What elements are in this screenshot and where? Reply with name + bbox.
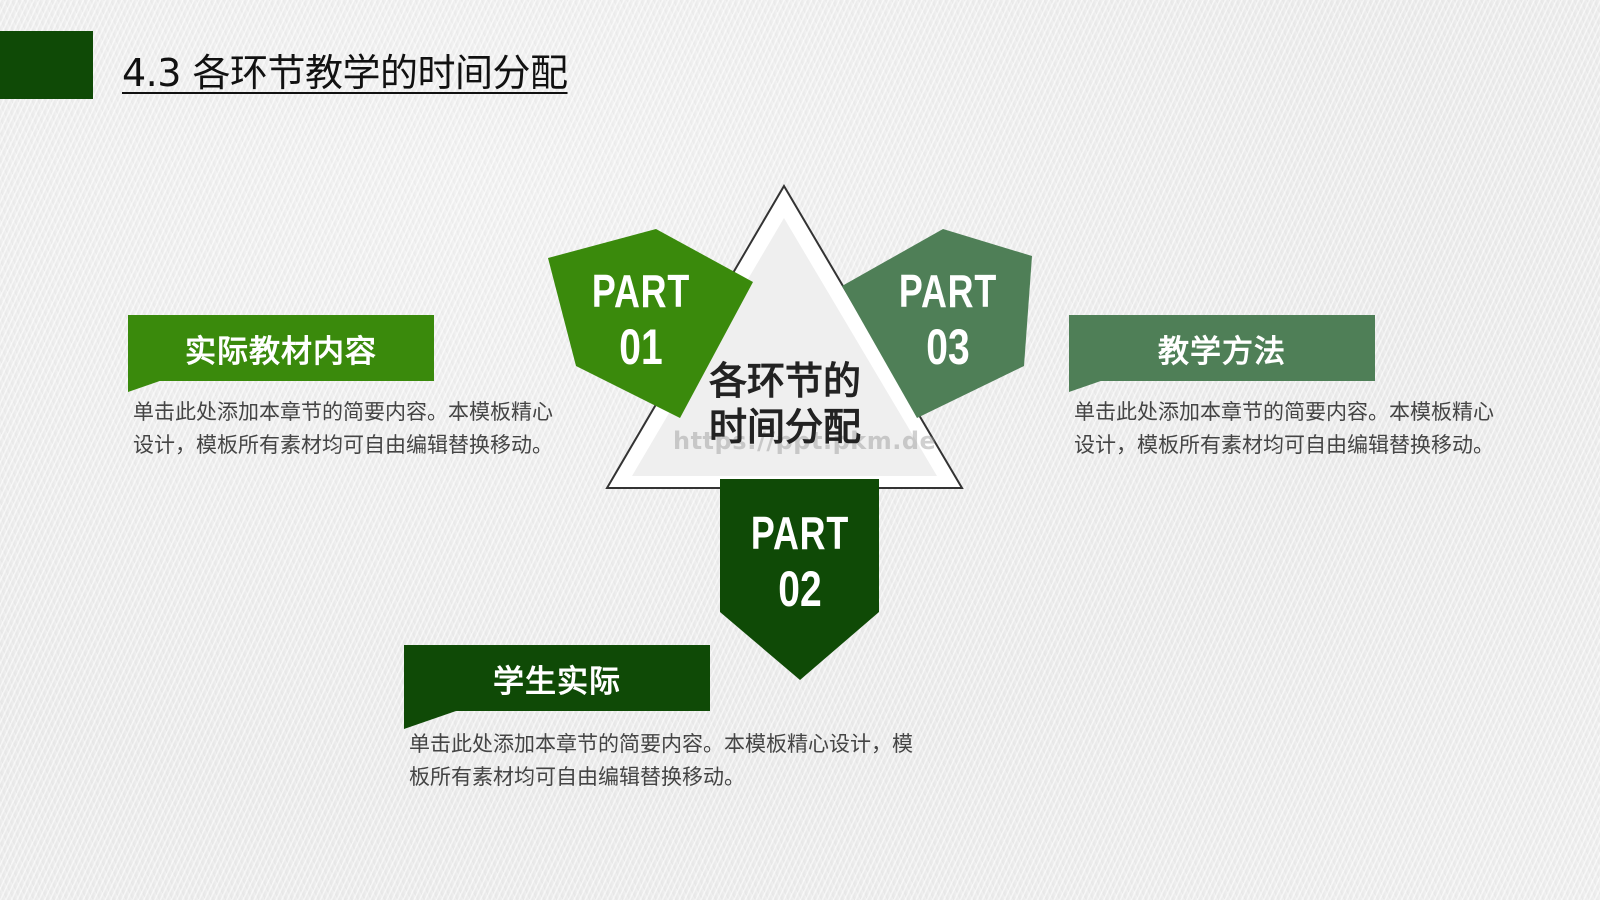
callout-2-banner[interactable]: 学生实际 [404, 645, 710, 711]
part-03-label: PART 03 [897, 268, 998, 372]
title-accent-block [0, 31, 93, 99]
callout-1-body[interactable]: 单击此处添加本章节的简要内容。本模板精心设计，模板所有素材均可自由编辑替换移动。 [133, 400, 553, 457]
center-title[interactable]: 各环节的 时间分配 [700, 358, 870, 450]
callout-3-heading: 教学方法 [1158, 333, 1286, 370]
center-title-line-1: 各环节的 [708, 359, 861, 403]
part-02-label: PART 02 [749, 510, 850, 614]
center-title-line-2: 时间分配 [708, 405, 861, 449]
part-01-word: PART [591, 265, 691, 317]
part-01-pentagon[interactable] [548, 229, 753, 418]
callout-3-body[interactable]: 单击此处添加本章节的简要内容。本模板精心设计，模板所有素材均可自由编辑替换移动。 [1074, 400, 1494, 457]
callout-2-body[interactable]: 单击此处添加本章节的简要内容。本模板精心设计，模板所有素材均可自由编辑替换移动。 [409, 732, 913, 789]
part-01-label: PART 01 [590, 268, 691, 372]
part-03-word: PART [898, 265, 998, 317]
part-01-number: 01 [619, 319, 663, 375]
part-02-word: PART [750, 507, 850, 559]
part-02-arrow[interactable] [720, 479, 879, 680]
center-triangle-inner [632, 218, 937, 476]
page-title[interactable]: 4.3 各环节教学的时间分配 [122, 51, 568, 95]
watermark: https://ppt.pkm.de [673, 427, 937, 455]
part-03-number: 03 [926, 319, 970, 375]
callout-1-heading: 实际教材内容 [185, 333, 377, 370]
callout-3-banner[interactable]: 教学方法 [1069, 315, 1375, 381]
callout-tail-2 [404, 711, 456, 729]
part-02-number: 02 [778, 561, 822, 617]
part-03-pentagon[interactable] [842, 229, 1032, 418]
callout-2-heading: 学生实际 [493, 663, 621, 700]
callout-1-banner[interactable]: 实际教材内容 [128, 315, 434, 381]
